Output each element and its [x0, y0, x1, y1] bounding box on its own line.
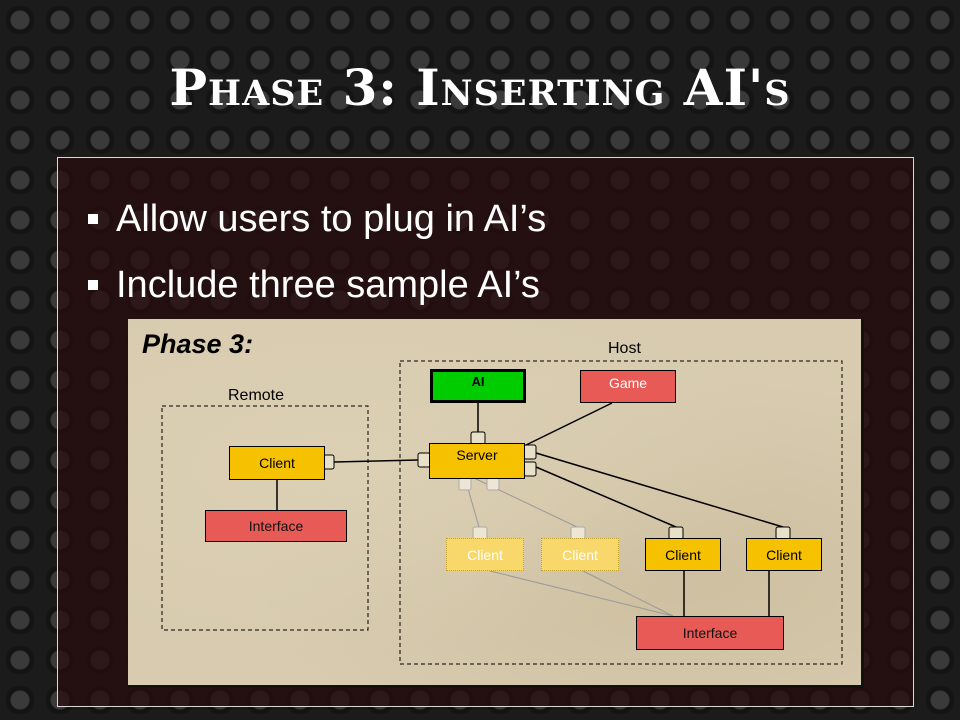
bullet-item: Allow users to plug in AI’s — [88, 186, 546, 252]
square-bullet-icon — [88, 214, 98, 224]
port-socket — [523, 461, 537, 477]
host-client-component: Client — [746, 538, 822, 571]
connector-line — [523, 402, 613, 447]
port-socket — [486, 477, 500, 491]
host-region-frame — [399, 360, 843, 665]
remote-region-label: Remote — [228, 387, 285, 404]
bullet-item: Include three sample AI’s — [88, 252, 546, 318]
game-component: Game — [580, 370, 676, 403]
faded-connector-line — [489, 570, 674, 617]
ai-component: AI — [430, 369, 526, 403]
host-client-component: Client — [446, 538, 524, 571]
bullet-list: Allow users to plug in AI’s Include thre… — [88, 186, 546, 318]
remote-client-component: Client — [229, 446, 325, 480]
server-component: Server — [429, 443, 525, 479]
connector-line — [333, 459, 419, 463]
host-client-component: Client — [645, 538, 721, 571]
connector-line — [535, 466, 677, 528]
host-region-label: Host — [608, 340, 641, 357]
diagram-lines — [161, 360, 843, 665]
diagram-title: Phase 3: — [142, 329, 254, 359]
port-socket — [458, 477, 472, 491]
bullet-text: Allow users to plug in AI’s — [116, 198, 547, 240]
remote-interface-component: Interface — [205, 510, 347, 542]
remote-region-frame — [161, 405, 369, 631]
slide-title: Phase 3: Inserting AI's — [169, 58, 791, 117]
port-socket — [523, 444, 537, 460]
faded-connector-line — [582, 570, 674, 617]
bullet-text: Include three sample AI’s — [116, 264, 540, 306]
architecture-diagram: Phase 3: Remote Host AI Game Server Clie… — [128, 319, 864, 688]
square-bullet-icon — [88, 280, 98, 290]
connector-line — [535, 452, 784, 528]
host-interface-component: Interface — [636, 616, 784, 650]
host-client-component: Client — [541, 538, 619, 571]
